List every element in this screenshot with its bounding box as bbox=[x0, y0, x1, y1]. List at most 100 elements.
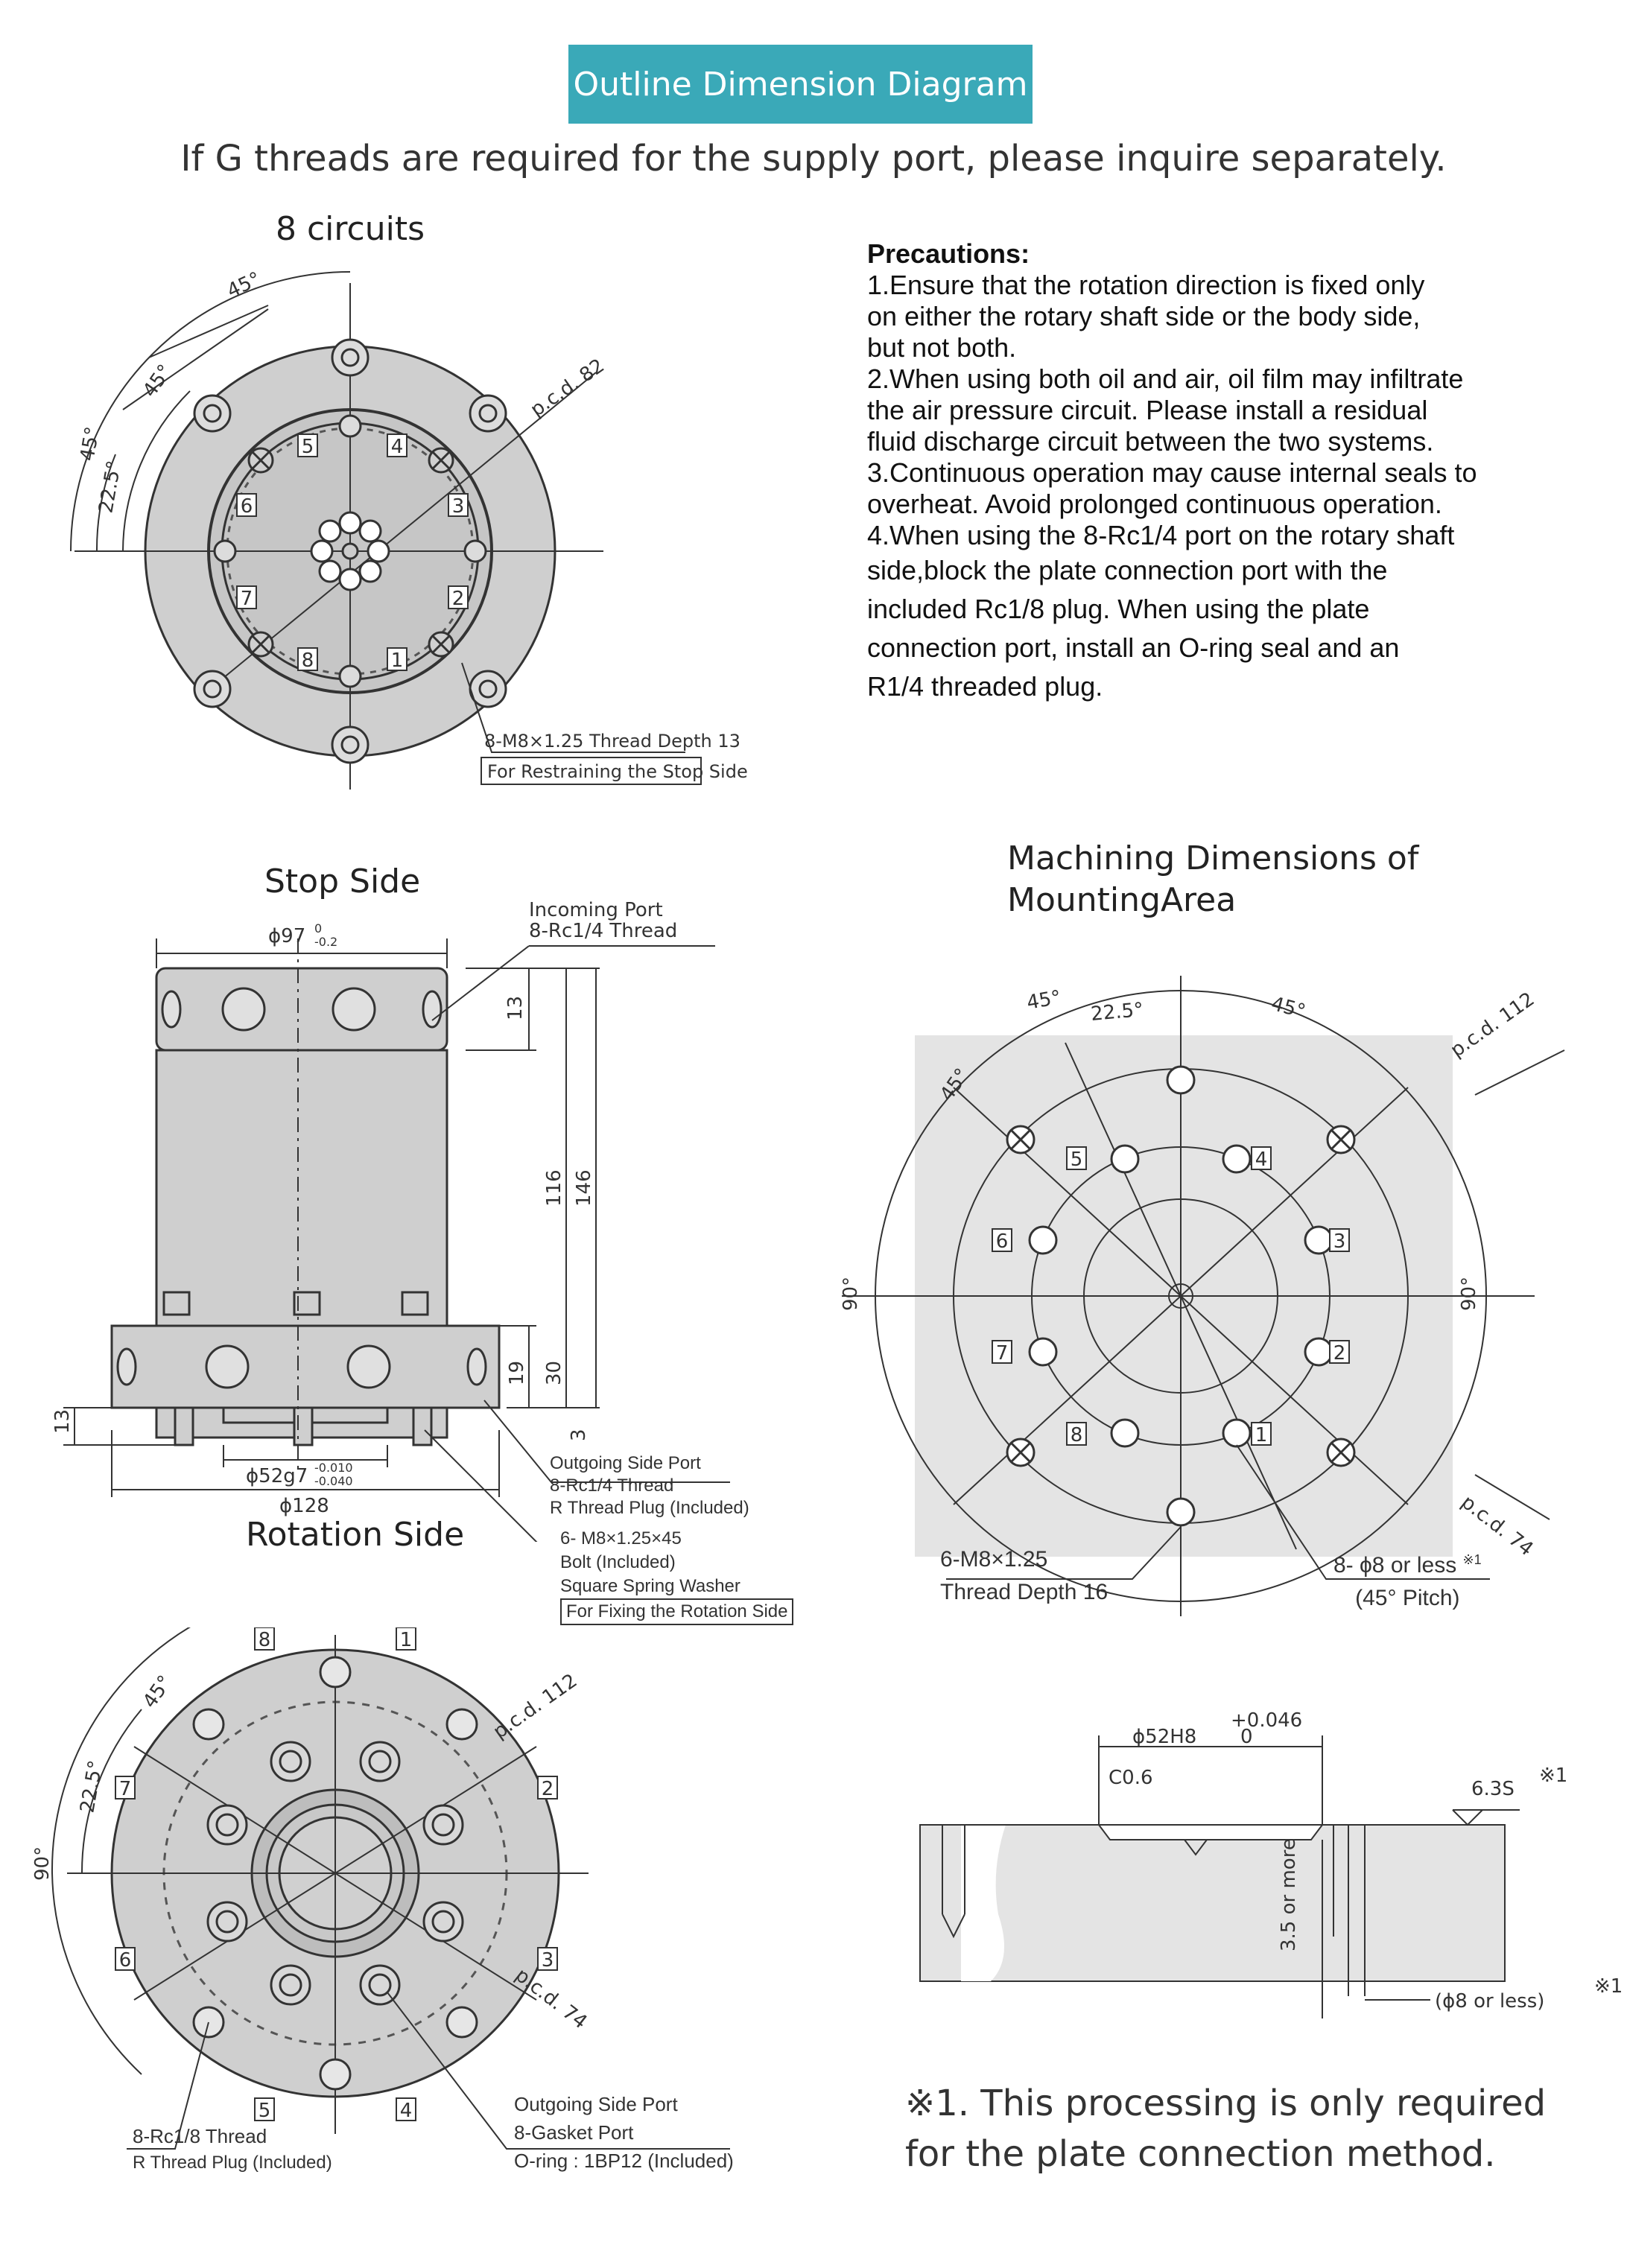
thread-box: For Restraining the Stop Side bbox=[487, 761, 748, 782]
dim-label: 19 bbox=[506, 1361, 528, 1385]
note-line: 6-M8×1.25 bbox=[940, 1547, 1048, 1572]
dim-label: 146 bbox=[573, 1169, 595, 1207]
dim-label: 13 bbox=[504, 996, 527, 1020]
shaft-diameter: ϕ52g7 bbox=[246, 1465, 308, 1487]
stop-side-drawing: ϕ97 0 -0.2 Incoming Port 8-Rc1/4 Thread … bbox=[51, 899, 730, 1542]
port-num: 8 bbox=[302, 649, 314, 672]
angle-label: 22.5° bbox=[1090, 999, 1144, 1026]
precaution-line: fluid discharge circuit between the two … bbox=[867, 426, 1434, 457]
stop-diameter-tol: -0.2 bbox=[314, 935, 337, 949]
incoming-label: Incoming Port bbox=[529, 899, 663, 921]
top-view-drawing: 5 4 3 2 1 8 7 6 45° 45° 45° 22.5° p.c.d.… bbox=[70, 268, 748, 790]
note-line: 8-Rc1/8 Thread bbox=[133, 2125, 267, 2147]
note-line: Outgoing Side Port bbox=[550, 1453, 701, 1473]
precaution-line: included Rc1/8 plug. When using the plat… bbox=[867, 594, 1370, 624]
port-num: 6 bbox=[996, 1230, 1009, 1253]
angle-label: 22.5° bbox=[95, 459, 126, 515]
angle-label: 45° bbox=[76, 425, 104, 463]
footnote-line: ※1. This processing is only required bbox=[905, 2083, 1547, 2124]
incoming-thread: 8-Rc1/4 Thread bbox=[529, 920, 677, 942]
rotation-side-title: Rotation Side bbox=[246, 1516, 465, 1554]
port-num: 5 bbox=[302, 436, 314, 458]
precaution-line: R1/4 threaded plug. bbox=[867, 671, 1103, 702]
thread-note: 8-M8×1.25 Thread Depth 13 bbox=[484, 731, 740, 752]
port-num: 6 bbox=[241, 495, 253, 518]
bore-tol: +0.046 bbox=[1231, 1709, 1302, 1732]
port-num: 4 bbox=[391, 436, 404, 458]
note-line: Bolt (Included) bbox=[560, 1552, 676, 1572]
pcd-label: p.c.d. 82 bbox=[527, 355, 609, 422]
precaution-line: but not both. bbox=[867, 332, 1017, 363]
note-line: Square Spring Washer bbox=[560, 1576, 740, 1596]
dim-label: 30 bbox=[543, 1361, 565, 1385]
base-diameter: ϕ128 bbox=[279, 1495, 329, 1517]
angle-label: 90° bbox=[840, 1277, 862, 1311]
machining-right-note: 8- ϕ8 or less ※1 (45° Pitch) bbox=[1333, 1543, 1482, 1615]
precaution-line: connection port, install an O-ring seal … bbox=[867, 632, 1400, 663]
port-num: 7 bbox=[119, 1778, 132, 1800]
port-num: 7 bbox=[241, 588, 253, 610]
port-num: 3 bbox=[1333, 1230, 1346, 1253]
note-line: 6- M8×1.25×45 bbox=[560, 1528, 682, 1548]
hole-mark: ※1 bbox=[1594, 1975, 1623, 1998]
machining-left-note: 6-M8×1.25 Thread Depth 16 bbox=[940, 1543, 1108, 1609]
port-num: 8 bbox=[259, 1629, 271, 1651]
note-line: Thread Depth 16 bbox=[940, 1580, 1109, 1604]
port-num: 2 bbox=[542, 1778, 554, 1800]
angle-label: 45° bbox=[223, 268, 264, 303]
port-num: 5 bbox=[1071, 1149, 1083, 1171]
angle-label: 90° bbox=[31, 1846, 54, 1881]
bore-tol: 0 bbox=[1240, 1726, 1253, 1748]
precaution-line: overheat. Avoid prolonged continuous ope… bbox=[867, 489, 1442, 519]
machining-title-line-1: Machining Dimensions of bbox=[1007, 839, 1419, 877]
finish-label: 6.3S bbox=[1471, 1778, 1515, 1800]
shaft-tol: -0.010 bbox=[314, 1461, 353, 1475]
angle-label: 45° bbox=[1269, 993, 1307, 1023]
precaution-line: 4.When using the 8-Rc1/4 port on the rot… bbox=[867, 520, 1455, 550]
note-line: (45° Pitch) bbox=[1355, 1586, 1460, 1610]
rotation-right-note: Outgoing Side Port 8-Gasket Port O-ring … bbox=[514, 2090, 734, 2175]
note-line: O-ring : 1BP12 (Included) bbox=[514, 2150, 734, 2172]
precaution-line: the air pressure circuit. Please install… bbox=[867, 395, 1428, 425]
angle-label: 90° bbox=[1458, 1277, 1480, 1311]
shaft-tol: -0.040 bbox=[314, 1474, 353, 1488]
rotation-left-note: 8-Rc1/8 Thread R Thread Plug (Included) bbox=[133, 2123, 332, 2176]
dim-label: 116 bbox=[543, 1169, 565, 1207]
note-line: R Thread Plug (Included) bbox=[133, 2153, 332, 2173]
note-line: Outgoing Side Port bbox=[514, 2093, 678, 2115]
port-num: 1 bbox=[400, 1629, 413, 1651]
note-line: 8-Rc1/4 Thread bbox=[550, 1476, 674, 1496]
precaution-line: 1.Ensure that the rotation direction is … bbox=[867, 270, 1425, 300]
footnote: ※1. This processing is only required for… bbox=[905, 2078, 1576, 2179]
precaution-line: on either the rotary shaft side or the b… bbox=[867, 301, 1421, 331]
port-num: 8 bbox=[1071, 1424, 1083, 1446]
outgoing-port-note: Outgoing Side Port 8-Rc1/4 Thread R Thre… bbox=[550, 1452, 749, 1519]
footnote-line: for the plate connection method. bbox=[905, 2133, 1496, 2175]
pcd-label: p.c.d. 112 bbox=[489, 1670, 582, 1744]
dim-label: 13 bbox=[51, 1409, 74, 1434]
port-num: 4 bbox=[1255, 1149, 1268, 1171]
port-num: 5 bbox=[259, 2100, 271, 2122]
precaution-line: 2.When using both oil and air, oil film … bbox=[867, 363, 1464, 394]
machining-title: Machining Dimensions of MountingArea bbox=[1007, 838, 1418, 921]
port-num: 7 bbox=[996, 1342, 1009, 1365]
chamfer-label: C0.6 bbox=[1109, 1767, 1153, 1789]
precaution-line: side,block the plate connection port wit… bbox=[867, 555, 1388, 585]
note-line: 8- ϕ8 or less ※1 bbox=[1333, 1543, 1482, 1582]
bore-dia: ϕ52H8 bbox=[1132, 1726, 1196, 1748]
diagram-title-banner: Outline Dimension Diagram bbox=[568, 45, 1033, 124]
precautions-block: Precautions: 1.Ensure that the rotation … bbox=[867, 238, 1597, 706]
hole-label: (ϕ8 or less) bbox=[1435, 1990, 1544, 2013]
subtitle-note: If G threads are required for the supply… bbox=[180, 138, 1447, 180]
note-line: R Thread Plug (Included) bbox=[550, 1498, 749, 1518]
angle-label: 45° bbox=[1025, 986, 1063, 1014]
precaution-line: 3.Continuous operation may cause interna… bbox=[867, 457, 1477, 488]
note-line: 8-Gasket Port bbox=[514, 2121, 634, 2144]
machining-drawing: 5 4 6 3 7 2 8 1 45° 22.5° 45° 45° 90° 90… bbox=[840, 976, 1565, 1616]
bolt-box: For Fixing the Rotation Side bbox=[560, 1598, 794, 1625]
port-num: 2 bbox=[1333, 1342, 1346, 1365]
port-num: 4 bbox=[400, 2100, 413, 2122]
top-view-title: 8 circuits bbox=[276, 210, 425, 248]
pcd-label: p.c.d. 74 bbox=[511, 1964, 592, 2033]
depth-label: 3.5 or more bbox=[1278, 1838, 1300, 1951]
